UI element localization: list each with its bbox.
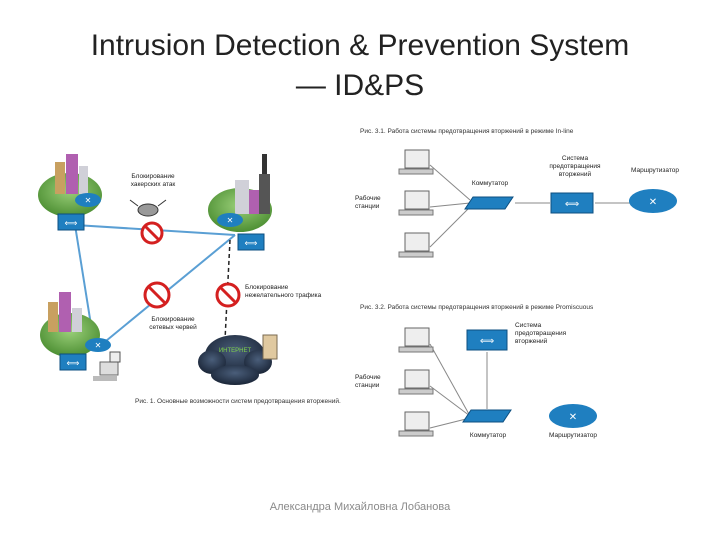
svg-text:✕: ✕ bbox=[85, 196, 92, 205]
svg-text:✕: ✕ bbox=[95, 341, 102, 350]
workstation-icon bbox=[398, 149, 434, 175]
label-router: Маршрутизатор bbox=[631, 167, 679, 174]
figure-2-caption: Рис. 3.1. Работа системы предотвращения … bbox=[360, 128, 574, 135]
label-ips: Система предотвращения вторжений bbox=[549, 155, 601, 178]
label-workstations: Рабочие станции bbox=[355, 195, 381, 210]
ips-device-icon: ⟺ bbox=[550, 192, 594, 214]
workstation-icon bbox=[398, 327, 434, 353]
figure-1-diagram: ✕ ✕ ✕ ⟺ ⟺ ⟺ bbox=[38, 154, 278, 385]
workstation-icon bbox=[398, 190, 434, 216]
router-icon: ✕ bbox=[549, 404, 597, 428]
router-icon: ✕ bbox=[217, 213, 243, 227]
figure-ips-inline-mode: Рис. 3.1. Работа системы предотвращения … bbox=[355, 125, 695, 265]
hacker-bug-icon bbox=[129, 199, 167, 217]
slide-title: Intrusion Detection & Prevention System … bbox=[0, 26, 720, 106]
label-ips: Система предотвращения вторжений bbox=[515, 322, 567, 345]
ips-device-icon: ⟺ bbox=[466, 329, 508, 351]
svg-text:✕: ✕ bbox=[569, 412, 577, 423]
figure-ips-promiscuous-mode: Рис. 3.2. Работа системы предотвращения … bbox=[355, 304, 695, 449]
server-icon bbox=[262, 334, 278, 360]
figure-3-caption: Рис. 3.2. Работа системы предотвращения … bbox=[360, 304, 594, 311]
site-bottom-left bbox=[40, 292, 100, 357]
svg-text:⟺: ⟺ bbox=[67, 358, 80, 368]
links bbox=[429, 343, 488, 429]
label-block-hackers: Блокирование хакерских атак bbox=[130, 173, 176, 188]
label-internet: ИНТЕРНЕТ bbox=[218, 348, 252, 354]
computer-icon bbox=[93, 351, 121, 381]
workstation-icon bbox=[398, 411, 434, 437]
label-switch: Коммутатор bbox=[471, 180, 509, 187]
router-icon: ✕ bbox=[85, 338, 111, 352]
ips-device-icon: ⟺ bbox=[237, 233, 265, 251]
svg-text:⟺: ⟺ bbox=[480, 336, 494, 347]
svg-text:⟺: ⟺ bbox=[245, 238, 258, 248]
switch-icon bbox=[462, 409, 512, 423]
label-block-traffic: Блокирование нежелательного трафика bbox=[245, 284, 322, 299]
traffic-no-sign-icon bbox=[215, 282, 241, 308]
label-workstations: Рабочие станции bbox=[355, 374, 381, 389]
svg-text:✕: ✕ bbox=[649, 197, 657, 208]
worm-no-sign-icon bbox=[143, 281, 171, 309]
no-sign-icon bbox=[140, 221, 164, 245]
links bbox=[429, 164, 630, 248]
figure-1-caption: Рис. 1. Основные возможности систем пред… bbox=[135, 398, 341, 405]
ips-device-icon: ⟺ bbox=[59, 353, 87, 371]
figure-2-diagram: ⟺ ✕ bbox=[398, 149, 677, 258]
router-icon: ✕ bbox=[629, 189, 677, 213]
site-top-left bbox=[38, 154, 102, 217]
slide-footer-author: Александра Михайловна Лобанова bbox=[269, 501, 451, 513]
figure-ips-capabilities: ✕ ✕ ✕ ⟺ ⟺ ⟺ bbox=[30, 140, 350, 415]
ips-device-icon: ⟺ bbox=[57, 213, 85, 231]
switch-icon bbox=[464, 196, 514, 210]
svg-text:⟺: ⟺ bbox=[565, 199, 579, 210]
internet-cloud-icon bbox=[198, 335, 272, 385]
label-switch: Коммутатор bbox=[469, 432, 507, 439]
workstation-icon bbox=[398, 232, 434, 258]
label-router: Маршрутизатор bbox=[549, 432, 597, 439]
title-line-2: — ID&PS bbox=[295, 69, 425, 102]
workstation-icon bbox=[398, 369, 434, 395]
svg-text:✕: ✕ bbox=[227, 216, 234, 225]
figure-3-diagram: ⟺ ✕ bbox=[398, 327, 597, 437]
router-icon: ✕ bbox=[75, 193, 101, 207]
label-block-worms: Блокирование сетевых червей bbox=[149, 316, 197, 331]
title-line-1: Intrusion Detection & Prevention System bbox=[90, 29, 630, 62]
svg-text:⟺: ⟺ bbox=[65, 218, 78, 228]
